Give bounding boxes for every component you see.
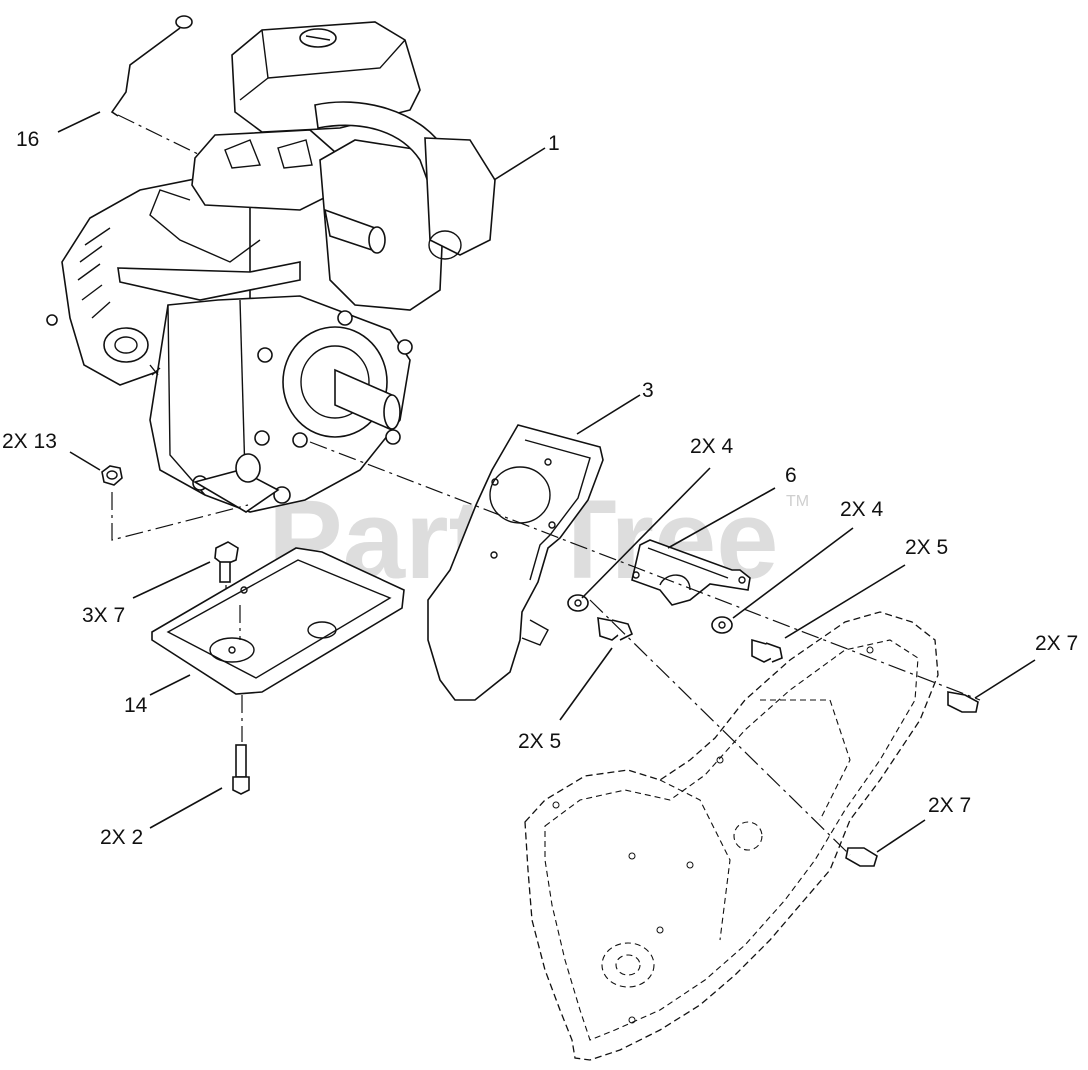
assembly-line-dipstick [117,114,201,156]
callout-14: 14 [124,694,148,717]
bolt-2x7-upper [947,691,979,713]
bolt-2x7-lower [845,847,878,867]
callout-16: 16 [16,128,39,151]
gear-case [524,611,939,1061]
callout-2x2: 2X 2 [100,826,143,849]
assembly-line-nut [111,492,249,541]
callout-3x7: 3X 7 [82,604,125,627]
callout-6: 6 [785,464,797,487]
callout-2x5-a: 2X 5 [518,730,561,753]
assembly-line-crankshaft [309,441,981,701]
callout-1: 1 [548,132,560,155]
bolt-2x2 [232,744,250,795]
washer-a [567,594,589,612]
screw-2x5-b [751,638,783,663]
washer-b [711,616,733,634]
callout-2x4-a: 2X 4 [690,435,734,458]
leader-lines [57,111,1036,853]
callout-2x4-b: 2X 4 [840,498,884,521]
callout-2x7-a: 2X 7 [1035,632,1078,655]
engine [46,21,496,513]
assembly-line-lower [589,599,851,856]
small-bracket [631,539,751,606]
mounting-bracket [427,424,604,701]
watermark-trademark: TM [786,493,809,510]
callout-2x13: 2X 13 [2,430,57,453]
dipstick [110,15,193,117]
base-plate [151,547,405,695]
callout-3: 3 [642,379,654,402]
callout-2x5-b: 2X 5 [905,536,948,559]
bolt-3x7 [214,541,239,583]
flange-nut [101,465,123,486]
screw-2x5-a [597,617,634,641]
callout-2x7-b: 2X 7 [928,794,971,817]
